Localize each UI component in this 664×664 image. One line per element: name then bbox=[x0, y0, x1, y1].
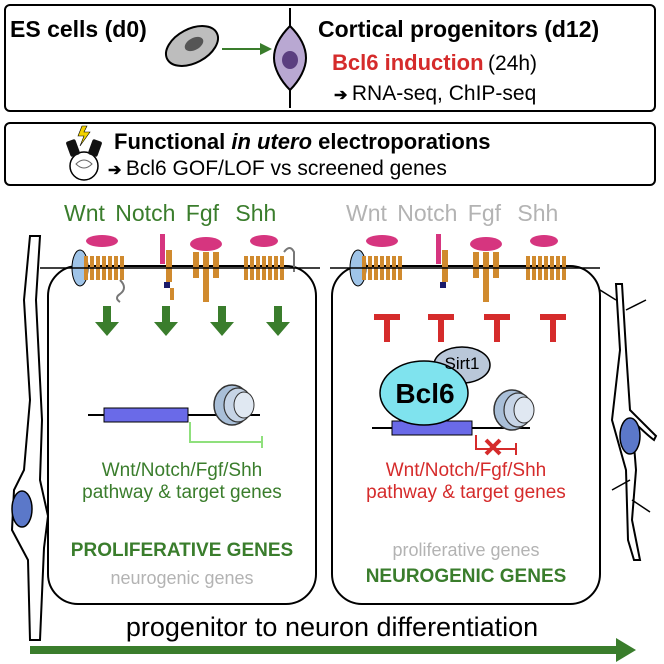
es-cell-icon bbox=[165, 25, 219, 67]
left-cell bbox=[47, 265, 317, 605]
bottom-arrow-label: progenitor to neuron differentiation bbox=[125, 612, 539, 642]
left-pathway-labels: Wnt Notch Fgf Shh bbox=[64, 200, 276, 227]
assays-label: RNA-seq, ChIP-seq bbox=[351, 82, 537, 105]
progenitor-cell-icon bbox=[272, 8, 308, 108]
right-target-line2: pathway & target genes bbox=[366, 481, 566, 503]
right-major-genes: NEUROGENIC GENES bbox=[365, 566, 567, 587]
pathway-shh: Shh bbox=[235, 200, 277, 226]
differentiation-arrow-icon bbox=[222, 43, 272, 55]
electroporation-subtitle-line: ➔ Bcl6 GOF/LOF vs screened genes bbox=[108, 157, 447, 181]
electroporation-icon bbox=[66, 125, 102, 181]
title-italic: in utero bbox=[231, 129, 313, 154]
bcl6-label: Bcl6 bbox=[395, 378, 455, 409]
bcl6-shape bbox=[379, 360, 469, 426]
block-x-icon bbox=[484, 438, 502, 456]
pathway-fgf: Fgf bbox=[467, 200, 501, 226]
right-shh-receptor bbox=[526, 235, 566, 280]
neuron-outline bbox=[610, 283, 658, 561]
right-notch-receptor bbox=[436, 234, 448, 288]
left-target-genes: Wnt/Notch/Fgf/Shh pathway & target genes bbox=[48, 460, 316, 504]
left-target-line1: Wnt/Notch/Fgf/Shh bbox=[101, 460, 263, 481]
right-nucleosome-icon bbox=[493, 389, 535, 431]
left-fgf-receptor bbox=[190, 237, 222, 302]
pathway-wnt: Wnt bbox=[64, 200, 105, 226]
neuron-nucleus bbox=[619, 417, 641, 455]
cortical-progenitors-label: Cortical progenitors (d12) bbox=[318, 16, 600, 42]
left-notch-receptor bbox=[160, 234, 174, 300]
radial-glia-nucleus bbox=[11, 490, 33, 528]
bottom-arrow bbox=[30, 638, 636, 662]
duration-label: (24h) bbox=[488, 52, 538, 75]
activation-arrows bbox=[95, 306, 290, 336]
bcl6-induction-line: Bcl6 induction (24h) bbox=[332, 50, 537, 76]
right-minor-genes: proliferative genes bbox=[392, 540, 540, 560]
pathway-notch: Notch bbox=[115, 200, 176, 226]
top-panel bbox=[4, 4, 656, 112]
pathway-shh: Shh bbox=[517, 200, 559, 226]
pathway-fgf: Fgf bbox=[185, 200, 219, 226]
left-nucleosome-icon bbox=[213, 384, 255, 426]
title-suffix: electroporations bbox=[318, 129, 491, 154]
assays-line: ➔ RNA-seq, ChIP-seq bbox=[334, 82, 536, 106]
es-cells-label: ES cells (d0) bbox=[10, 16, 147, 42]
left-minor-genes: neurogenic genes bbox=[110, 568, 254, 588]
bullet-arrow-icon: ➔ bbox=[334, 87, 348, 104]
bullet-arrow-icon: ➔ bbox=[108, 162, 122, 179]
right-target-line1: Wnt/Notch/Fgf/Shh bbox=[385, 460, 547, 481]
right-target-genes: Wnt/Notch/Fgf/Shh pathway & target genes bbox=[332, 460, 600, 504]
electroporation-subtitle: Bcl6 GOF/LOF vs screened genes bbox=[125, 157, 447, 180]
pathway-wnt: Wnt bbox=[346, 200, 387, 226]
inhibition-symbols bbox=[374, 314, 566, 342]
bcl6-induction-label: Bcl6 induction bbox=[332, 50, 484, 75]
radial-glia-outline bbox=[10, 235, 50, 641]
right-fgf-receptor bbox=[470, 237, 502, 302]
pathway-notch: Notch bbox=[397, 200, 458, 226]
left-major-genes: PROLIFERATIVE GENES bbox=[70, 540, 294, 561]
title-prefix: Functional bbox=[114, 129, 226, 154]
left-target-line2: pathway & target genes bbox=[82, 481, 282, 503]
right-pathway-labels: Wnt Notch Fgf Shh bbox=[346, 200, 558, 227]
electroporation-panel bbox=[4, 122, 656, 186]
right-wnt-receptor bbox=[349, 235, 402, 287]
sirt1-label: Sirt1 bbox=[444, 354, 480, 373]
electroporation-title: Functional in utero electroporations bbox=[114, 129, 491, 155]
